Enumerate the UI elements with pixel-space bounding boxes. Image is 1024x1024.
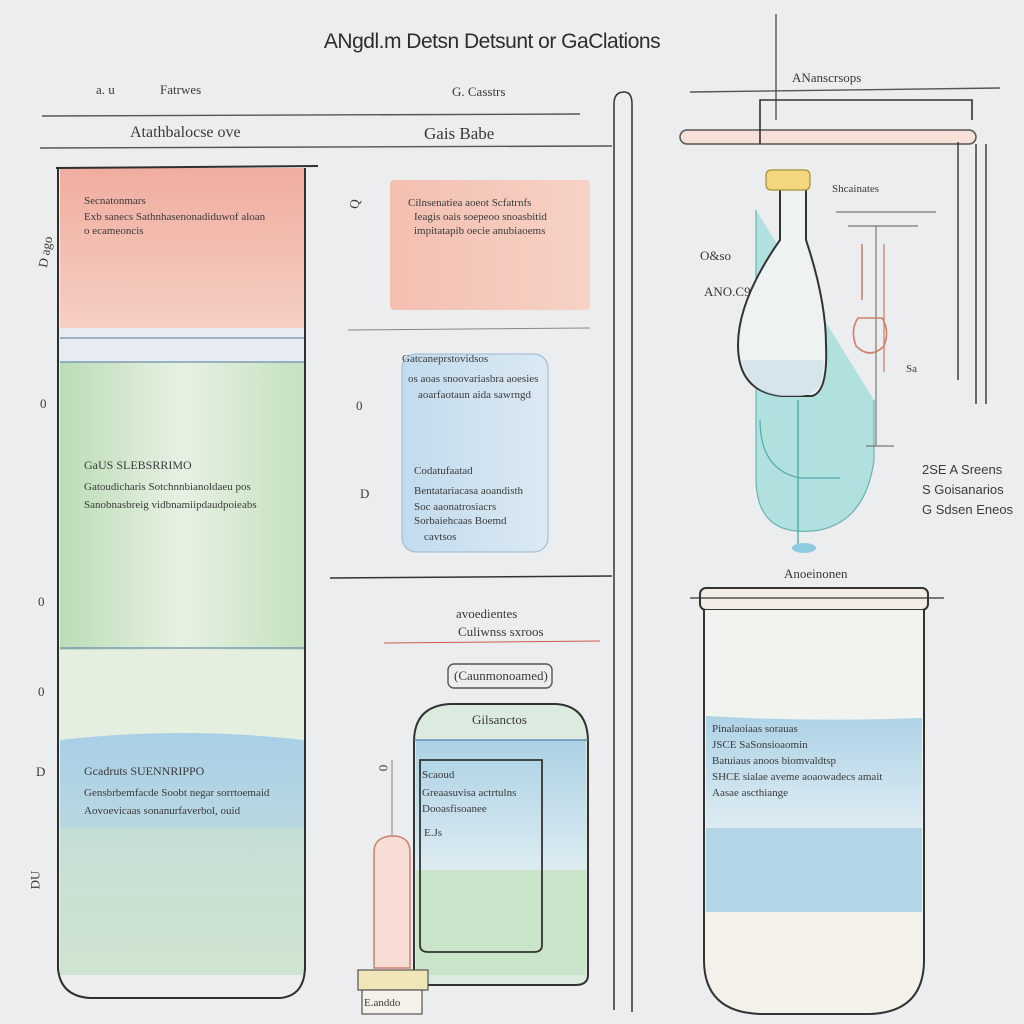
left-side-label: D [36,764,46,779]
middle-blue-line: Sorbaiehcaas Boemd [414,515,507,527]
flask-label: Shcainates [832,183,880,195]
left-side-label: DU [27,870,43,890]
jar-line: E.Js [424,827,443,839]
middle-jar [413,703,589,986]
blue-block-heading: Gcadruts SUENNRIPPO [84,764,205,778]
middle-blue-line: Soc aaonatrosiacrs [414,501,497,513]
middle-pink-line: impitatapib oecie anubiaoems [414,225,546,237]
header-left-small: a. u [96,82,115,97]
page-title: ANgdl.m Detsn Detsunt or GaClations [323,30,661,53]
stat-line: 2SE A Sreens [922,462,1003,477]
middle-pill-outline [447,663,553,689]
middle-label: avoedientes [456,606,518,621]
middle-blue-box [401,353,549,553]
large-jar-line: Batuiaus anoos biomvaldtsp [712,755,837,767]
middle-structure [329,91,633,1012]
left-side-label: 0 [38,684,45,699]
jar-label: Gilsanctos [472,712,527,727]
header-left-label: Fatrwes [160,82,202,97]
blue-block-line: Gensbrbemfacde Soobt negar sorrtoemaid [84,787,270,799]
header-sub-left: Atathbalocse ove [130,124,241,141]
middle-blue-line: Codatufaatad [414,465,473,477]
green-block-line: Sanobnasbreig vidbnamiipdaudpoieabs [84,499,257,511]
stat-line: S Goisanarios [922,482,1004,497]
large-jar-line: SHCE sialae aveme aoaowadecs amait [712,771,883,783]
header-rules [39,14,1001,149]
middle-side-label: 0 [375,764,391,772]
flask-label: ANO.C9 [704,284,751,299]
middle-blue-line: os aoas snoovariasbra aoesies [408,373,539,385]
jar-line: Scaoud [422,769,455,781]
middle-side-label: D [360,486,370,501]
large-jar-line: Pinalaoiaas sorauas [712,723,798,735]
green-block-line: Gatoudicharis Sotchnnbianoldaeu pos [84,481,251,493]
left-cylinder [55,165,319,999]
small-bottle [357,760,429,1015]
large-jar-line: JSCE SaSonsioaomin [712,739,808,751]
middle-pink-heading: Cilnsenatiea aoeot Scfatrnfs [408,197,532,209]
header-center-small: G. Casstrs [452,84,506,99]
jar-line: Dooasfisoanee [422,803,487,815]
beaker-label: Anoeinonen [784,566,848,581]
middle-blue-line: aoarfaotaun aida sawrngd [418,389,532,401]
green-block-heading: GaUS SLEBSRRIMO [84,458,192,472]
blue-block-line: Aovoevicaas sonanurfaverbol, ouid [84,805,241,817]
pink-block-line: Exb sanecs Sathnhasenonadiduwof aloan [84,211,266,223]
flask-label: Sa [906,363,917,375]
header-right-label: ANanscrsops [792,70,862,85]
middle-pink-line: Ieagis oais soepeoo snoasbitid [414,211,547,223]
flask-label: O&so [700,248,732,263]
large-jar-line: Aasae ascthiange [712,787,789,799]
large-jar [690,587,944,1015]
middle-blue-line: Bentatariacasa aoandisth [414,485,524,497]
header-sub-center: Gais Babe [424,124,495,143]
middle-blue-line: cavtsos [424,531,457,543]
stat-line: G Sdsen Eneos [922,502,1014,517]
pink-block-heading: Secnatonmars [84,195,146,207]
left-side-label: 0 [40,396,47,411]
bottle-label: E.anddo [364,997,401,1009]
middle-blue-heading: Gatcaneprstovidsos [402,353,489,365]
left-side-label: 0 [38,594,45,609]
middle-pink-box [390,180,590,310]
pink-block-line: o ecameoncis [84,225,144,237]
flask-apparatus [679,99,987,553]
middle-pill-label: (Caunmonoamed) [454,668,548,683]
jar-line: Greaasuvisa actrtulns [422,787,517,799]
middle-label: Culiwnss sxroos [458,624,544,639]
middle-side-label: 0 [356,398,363,413]
